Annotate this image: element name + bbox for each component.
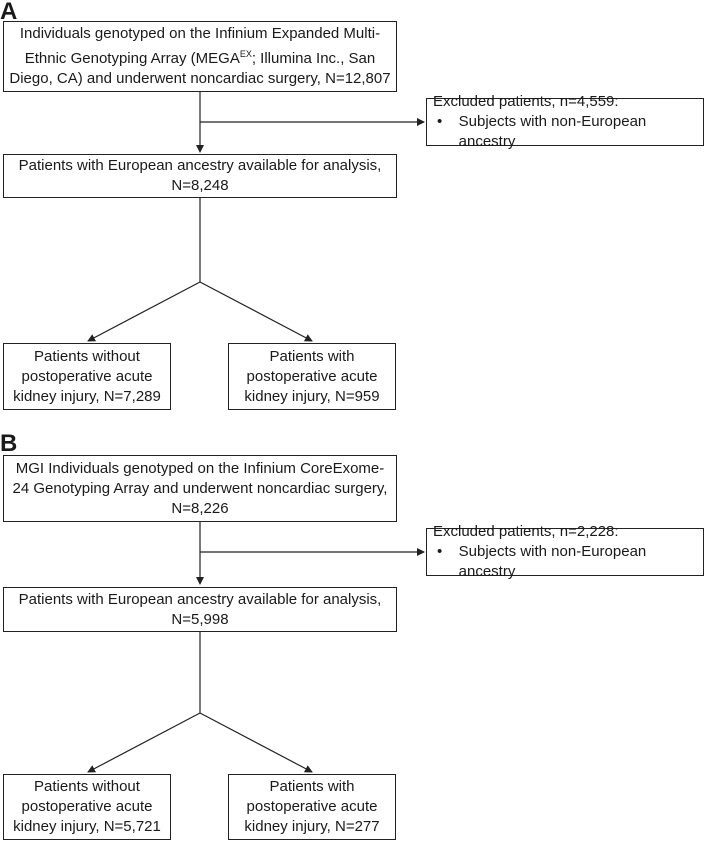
a-cohort-line3: Diego, CA) and underwent noncardiac surg…	[9, 70, 391, 87]
a-excluded-item: • Subjects with non-European ancestry	[433, 112, 703, 152]
a-aki-box: Patients with postoperative acute kidney…	[228, 343, 396, 410]
b-aki-box: Patients with postoperative acute kidney…	[228, 774, 396, 840]
b-excluded-title: Excluded patients, n=2,228:	[433, 523, 619, 540]
a-no-aki-line2: postoperative acute	[21, 367, 153, 385]
a-aki-line2: postoperative acute	[246, 367, 378, 385]
b-excluded-item: • Subjects with non-European ancestry	[433, 542, 703, 582]
a-connector-to-right	[199, 281, 313, 342]
b-connector-to-right	[199, 712, 313, 773]
a-excluded-box: Excluded patients, n=4,559: • Subjects w…	[426, 93, 704, 150]
a-aki-line1: Patients with	[269, 347, 355, 365]
b-no-aki-box: Patients without postoperative acute kid…	[3, 774, 171, 840]
a-no-aki-line3: kidney injury, N=7,289	[13, 387, 161, 405]
b-cohort-line1: MGI Individuals genotyped on the Infiniu…	[15, 459, 385, 477]
a-european-box: Patients with European ancestry availabl…	[3, 154, 397, 198]
b-no-aki-line3: kidney injury, N=5,721	[13, 818, 161, 835]
a-no-aki-line1: Patients without	[34, 347, 140, 365]
b-connector-to-left	[87, 712, 201, 773]
panel-a-label: A	[0, 0, 18, 25]
b-cohort-box: MGI Individuals genotyped on the Infiniu…	[3, 455, 397, 522]
a-european-line2: N=8,248	[171, 177, 229, 194]
a-european-line1: Patients with European ancestry availabl…	[18, 157, 382, 174]
b-european-line2: N=5,998	[171, 610, 229, 628]
b-no-aki-line2: postoperative acute	[21, 798, 153, 815]
bullet-icon: •	[437, 543, 443, 560]
b-aki-line3: kidney injury, N=277	[244, 818, 380, 835]
b-cohort-line2: 24 Genotyping Array and underwent noncar…	[12, 479, 388, 497]
a-cohort-box: Individuals genotyped on the Infinium Ex…	[3, 21, 397, 92]
b-european-line1: Patients with European ancestry availabl…	[18, 590, 382, 608]
a-excluded-title: Excluded patients, n=4,559:	[433, 93, 619, 110]
b-no-aki-line1: Patients without	[34, 778, 140, 795]
a-cohort-line2: Ethnic Genotyping Array (MEGAEX; Illumin…	[24, 49, 376, 67]
b-aki-line2: postoperative acute	[246, 798, 378, 815]
b-aki-line1: Patients with	[269, 778, 355, 795]
b-european-box: Patients with European ancestry availabl…	[3, 587, 397, 632]
panel-b-label: B	[0, 430, 18, 457]
a-aki-line3: kidney injury, N=959	[244, 387, 380, 405]
b-excluded-box: Excluded patients, n=2,228: • Subjects w…	[426, 523, 704, 580]
a-no-aki-box: Patients without postoperative acute kid…	[3, 343, 171, 410]
bullet-icon: •	[437, 113, 443, 130]
b-cohort-line3: N=8,226	[171, 499, 229, 517]
a-connector-to-left	[87, 281, 201, 342]
a-cohort-line1: Individuals genotyped on the Infinium Ex…	[19, 25, 381, 42]
